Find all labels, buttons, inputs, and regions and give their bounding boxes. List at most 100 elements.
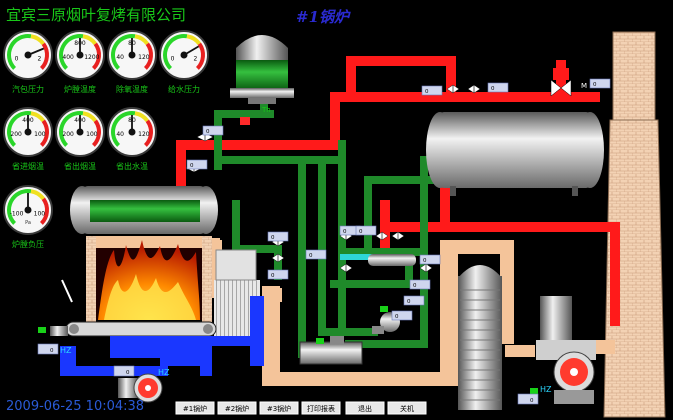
- gauge-hub: [128, 51, 136, 59]
- valve[interactable]: [446, 84, 460, 94]
- grate-hz-input[interactable]: [37, 343, 59, 355]
- gauge-label: 炉膛负压: [12, 239, 44, 249]
- valve-readout-box[interactable]: [186, 159, 208, 170]
- condensate-line: [340, 254, 384, 260]
- nav-button[interactable]: 打印报表: [301, 401, 341, 415]
- company-title: 宜宾三原烟叶复烤有限公司: [6, 6, 186, 24]
- valve-readout-box[interactable]: [487, 82, 509, 93]
- dust-collector-tower: [458, 265, 502, 410]
- valve-readout-box[interactable]: [409, 279, 431, 290]
- valve-readout-value: 0: [395, 314, 399, 320]
- valve[interactable]: [391, 231, 405, 241]
- valve-readout-box[interactable]: [419, 254, 441, 265]
- valve-readout-box[interactable]: [391, 310, 413, 321]
- gauge-tick-label: 100: [86, 131, 98, 138]
- valve-readout-value: 0: [190, 163, 194, 169]
- gauge-tick-label: 400: [62, 54, 74, 61]
- valve[interactable]: [271, 253, 285, 263]
- valve-readout-value: 0: [593, 82, 597, 88]
- valve[interactable]: [375, 231, 389, 241]
- fan-hz-input[interactable]: [113, 365, 135, 377]
- nav-button-label: #1锅炉: [183, 404, 207, 413]
- valve-readout-box[interactable]: [355, 225, 377, 236]
- nav-button[interactable]: #2锅炉: [217, 401, 257, 415]
- gauge-tick-label: 200: [10, 131, 22, 138]
- nav-button[interactable]: #3锅炉: [259, 401, 299, 415]
- gauge-tick-label: 40: [116, 54, 124, 61]
- gauge-tick-label: 1200: [84, 54, 99, 61]
- valve-readout-value: 0: [271, 235, 275, 241]
- gauge-hub: [180, 51, 188, 59]
- valve-readout-box[interactable]: [403, 295, 425, 306]
- valve-readout-value: 0: [271, 273, 275, 279]
- gauge-hub: [76, 128, 84, 136]
- valve-readout-value: 0: [413, 283, 417, 289]
- nav-button-label: 关机: [400, 404, 414, 413]
- valve[interactable]: [339, 263, 353, 273]
- chimney-base: [603, 119, 666, 418]
- nav-button-label: #3锅炉: [267, 404, 291, 413]
- valve-readout-box[interactable]: [202, 125, 224, 136]
- econ-out-water-gauge: 4080120省出水温: [107, 107, 157, 171]
- boiler-title: #1锅炉: [296, 8, 351, 26]
- water-pipes: [214, 98, 434, 358]
- main-steam-motor-valve[interactable]: [550, 68, 572, 97]
- valve-readout-value: 0: [491, 86, 495, 92]
- flue-gas-duct: [192, 238, 615, 386]
- valve-readout-value: 0: [343, 229, 347, 235]
- fan-hz-value: 0: [126, 370, 130, 376]
- gauge-tick-label: 40: [116, 131, 124, 138]
- valve-readout-value: 0: [309, 253, 313, 259]
- nav-bar: #1锅炉 #2锅炉 #3锅炉 打印报表退出 关机: [175, 401, 427, 415]
- gauge-tick-label: 2: [37, 56, 41, 63]
- heat-exchanger: [368, 254, 416, 266]
- valve-readout-box[interactable]: [267, 231, 289, 242]
- valve[interactable]: [419, 263, 433, 273]
- econ-in-smoke-gauge: 200400100省进烟温: [3, 107, 53, 171]
- furnace: [86, 236, 260, 336]
- boiler-drum: [70, 186, 218, 234]
- gauge-tick-label: 0: [15, 56, 19, 63]
- gauge-label: 省进烟温: [12, 161, 44, 171]
- gauge-label: 给水压力: [168, 84, 200, 94]
- deoxy-temp-gauge: 4080120除氧温度: [107, 30, 157, 94]
- gauge-tick-label: -100: [10, 211, 24, 218]
- gauge-tick-label: 120: [138, 131, 150, 138]
- nav-button[interactable]: 退出: [345, 401, 385, 415]
- gauge-unit: Pa: [25, 220, 31, 226]
- gauge-label: 炉膛温度: [64, 84, 96, 94]
- gauge-hub: [24, 128, 32, 136]
- valve[interactable]: [467, 84, 481, 94]
- nav-button[interactable]: 关机: [387, 401, 427, 415]
- gauge-tick-label: 2: [193, 56, 197, 63]
- timestamp: 2009-06-25 10:04:38: [6, 399, 144, 414]
- valve-readout-value: 0: [407, 299, 411, 305]
- feedwater-pump: [299, 336, 363, 365]
- valve-readout-value: 0: [425, 89, 429, 95]
- steam-pipes: [176, 56, 620, 326]
- gauge-label: 省出烟温: [64, 161, 96, 171]
- motor-label: M: [581, 82, 587, 90]
- valve-readout-box[interactable]: [267, 269, 289, 280]
- gauge-hub: [24, 51, 32, 59]
- forced-air-duct: [60, 296, 264, 376]
- grate-hz-value: 0: [50, 348, 54, 354]
- valve-readout-value: 0: [359, 229, 363, 235]
- gauge-label: 除氧温度: [116, 84, 148, 94]
- id-fan-hz-input[interactable]: [517, 393, 539, 405]
- fan-hz-label: HZ: [158, 368, 170, 377]
- steam-header-drum: [426, 112, 604, 196]
- valve-readout-box[interactable]: [421, 85, 443, 96]
- gauge-tick-label: 120: [138, 54, 150, 61]
- valve-readout-box[interactable]: [589, 78, 611, 89]
- nav-button[interactable]: #1锅炉: [175, 401, 215, 415]
- valve-readout-box[interactable]: [305, 249, 327, 260]
- id-fan-hz-label: HZ: [540, 385, 552, 394]
- gauge-tick-label: 100: [34, 211, 46, 218]
- valve-readout-value: 0: [423, 258, 427, 264]
